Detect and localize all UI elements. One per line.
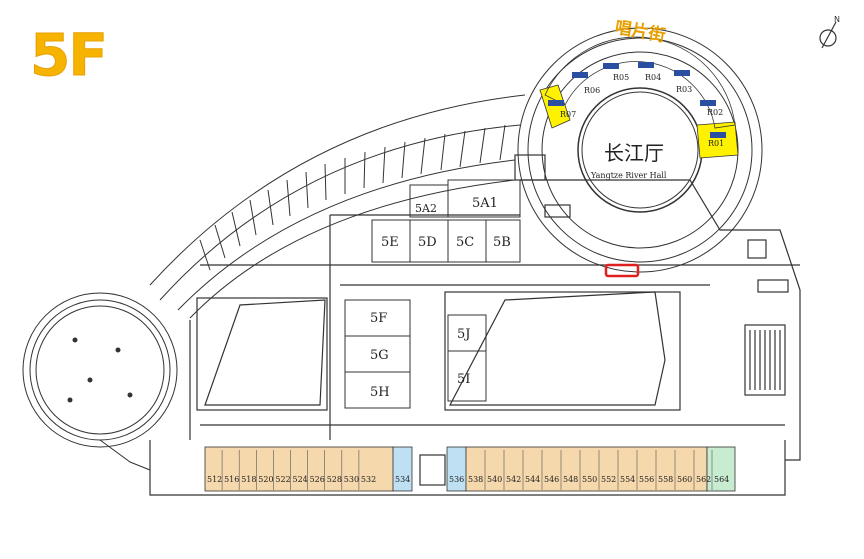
room-5i: 5I bbox=[457, 372, 470, 387]
guest-room-552: 552 bbox=[601, 475, 616, 484]
guest-room-518: 518 bbox=[241, 475, 256, 484]
guest-room-524: 524 bbox=[293, 475, 308, 484]
booth-r05: R05 bbox=[613, 73, 629, 82]
guest-room-560: 560 bbox=[677, 475, 692, 484]
room-5f: 5F bbox=[370, 311, 387, 326]
room-5b: 5B bbox=[493, 235, 511, 250]
you-are-here-marker bbox=[604, 263, 640, 278]
guest-room-strip bbox=[204, 446, 736, 492]
guest-room-512: 512 bbox=[207, 475, 222, 484]
compass-north-label: N bbox=[834, 15, 840, 24]
guest-room-564: 564 bbox=[714, 475, 729, 484]
room-5e: 5E bbox=[381, 235, 399, 250]
room-5c: 5C bbox=[456, 235, 474, 250]
booth-r01: R01 bbox=[708, 139, 724, 148]
guest-room-550: 550 bbox=[582, 475, 597, 484]
guest-room-528: 528 bbox=[327, 475, 342, 484]
room-5j: 5J bbox=[457, 327, 470, 342]
guest-room-562: 562 bbox=[696, 475, 711, 484]
guest-room-526: 526 bbox=[310, 475, 325, 484]
hall-title: 长江厅 bbox=[604, 141, 664, 165]
booth-r02: R02 bbox=[707, 108, 723, 117]
west-rotunda bbox=[22, 292, 178, 471]
booth-icons bbox=[548, 62, 726, 138]
booth-labels: R01 R02 R03 R04 R05 R06 R07 bbox=[560, 73, 724, 148]
guest-room-538: 538 bbox=[468, 475, 483, 484]
hall-subtitle: Yangtze River Hall bbox=[590, 171, 667, 180]
guest-room-542: 542 bbox=[506, 475, 521, 484]
booth-r03: R03 bbox=[676, 85, 692, 94]
room-5g: 5G bbox=[370, 348, 389, 363]
guest-room-522: 522 bbox=[275, 475, 290, 484]
guest-room-516: 516 bbox=[224, 475, 239, 484]
booth-r07: R07 bbox=[560, 110, 576, 119]
room-5a1: 5A1 bbox=[472, 196, 498, 211]
guest-room-554: 554 bbox=[620, 475, 635, 484]
floor-label: 5F bbox=[30, 21, 109, 89]
guest-room-540: 540 bbox=[487, 475, 502, 484]
compass-icon: N bbox=[819, 15, 840, 49]
curved-wing bbox=[149, 94, 526, 319]
room-5d: 5D bbox=[418, 235, 437, 250]
east-rotunda bbox=[517, 27, 763, 273]
booth-r04: R04 bbox=[645, 73, 661, 82]
guest-room-544: 544 bbox=[525, 475, 540, 484]
guest-room-520: 520 bbox=[258, 475, 273, 484]
guest-room-558: 558 bbox=[658, 475, 673, 484]
guest-room-548: 548 bbox=[563, 475, 578, 484]
meeting-room-labels: 5A1 5A2 5B 5C 5D 5E 5F 5G 5H 5I 5J bbox=[370, 196, 511, 400]
booth-r06: R06 bbox=[584, 86, 600, 95]
guest-room-534: 534 bbox=[395, 475, 410, 484]
guest-room-546: 546 bbox=[544, 475, 559, 484]
guest-room-536: 536 bbox=[449, 475, 464, 484]
guest-room-532: 532 bbox=[361, 475, 376, 484]
room-5h: 5H bbox=[370, 385, 390, 400]
guest-room-530: 530 bbox=[344, 475, 359, 484]
meeting-rooms bbox=[344, 179, 521, 409]
room-5a2: 5A2 bbox=[415, 202, 437, 215]
record-street-booths bbox=[539, 36, 739, 159]
guest-room-556: 556 bbox=[639, 475, 654, 484]
building-outline bbox=[149, 154, 801, 496]
